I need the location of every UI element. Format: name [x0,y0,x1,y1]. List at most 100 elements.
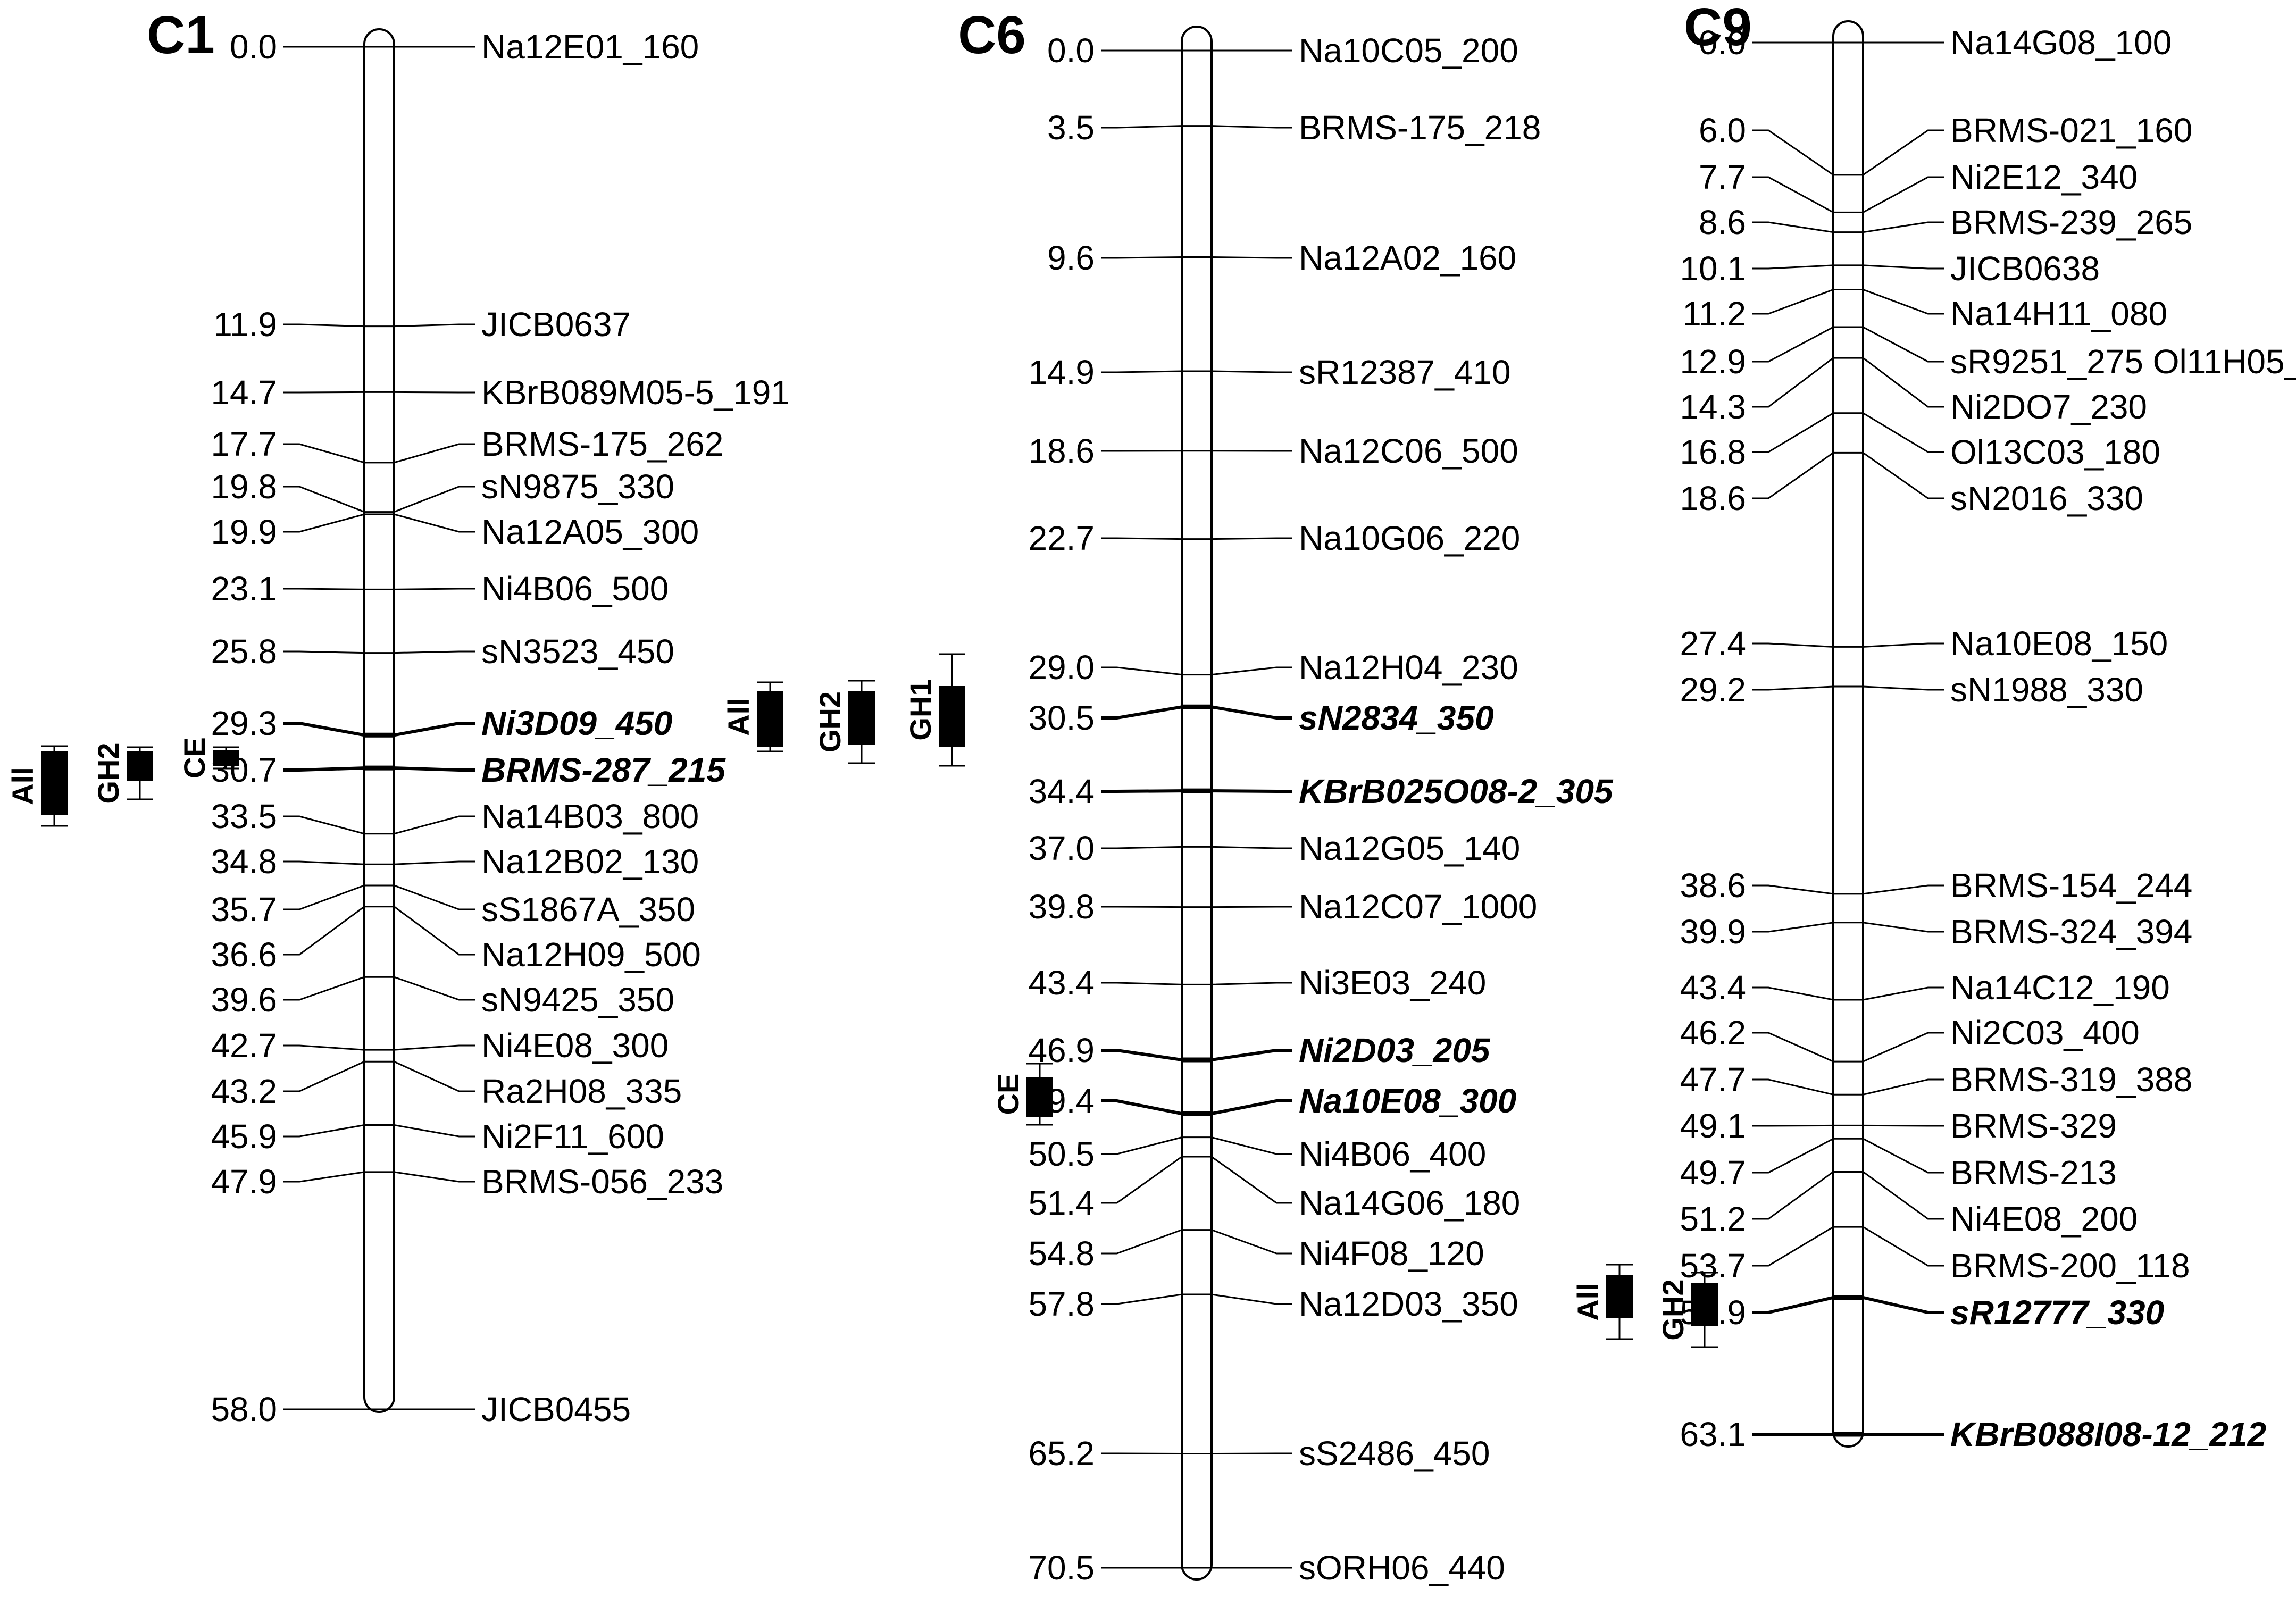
marker-name: BRMS-175_218 [1299,108,1541,147]
marker-leader-right [1211,1049,1292,1061]
marker-leader-left [1752,1124,1834,1127]
marker-name: KBrB089M05-5_191 [481,373,790,412]
marker-position: 8.6 [1699,203,1746,241]
marker-leader-right [1863,685,1944,691]
marker-position: 39.8 [1028,888,1095,926]
marker-leader-right [394,860,475,865]
marker-leader-right [1863,884,1944,895]
marker-leader-left [283,443,365,464]
marker-leader-left [1101,982,1182,985]
marker-name: Ni4E08_200 [1950,1200,2138,1238]
marker-position: 7.7 [1699,158,1746,196]
marker-name: Na12A02_160 [1299,239,1516,277]
marker-position: 45.9 [211,1117,277,1156]
chromosome-title: C6 [958,5,1026,65]
qtl-label: CE [178,737,211,779]
marker-position: 29.0 [1028,648,1095,687]
marker-name: Na12H04_230 [1299,648,1518,687]
marker-leader-right [1863,176,1944,213]
marker-position: 14.9 [1028,353,1095,391]
marker-name: Na12G05_140 [1299,829,1520,867]
marker-leader-left [283,1044,365,1051]
marker-position: 0.0 [1699,23,1746,62]
marker-position: 14.3 [1680,388,1746,426]
marker-position: 10.1 [1680,249,1746,288]
marker-name: Ra2H08_335 [481,1072,682,1110]
marker-position: 6.0 [1699,111,1746,149]
marker-leader-right [1863,326,1944,363]
marker-leader-left [1752,357,1834,408]
marker: 51.2 Ni4E08_200 [1680,1170,2138,1238]
marker-leader-left [1752,129,1834,176]
marker-position: 54.8 [1028,1234,1095,1273]
marker-name: KBrB088I08-12_212 [1950,1415,2266,1453]
marker-leader-left [283,860,365,865]
marker-name: BRMS-154_244 [1950,866,2192,905]
marker-name: Na14C12_190 [1950,968,2170,1007]
qtl-interval-box [1606,1275,1633,1318]
qtl-label: GH2 [1656,1279,1690,1340]
marker-leader-left [283,884,365,910]
marker-leader-right [1863,264,1944,270]
marker-position: 34.8 [211,842,277,881]
qtl-interval-box [1691,1283,1718,1326]
marker-leader-right [1863,1226,1944,1267]
marker-position: 16.8 [1680,433,1746,471]
marker-position: 70.5 [1028,1549,1095,1587]
marker-position: 22.7 [1028,519,1095,557]
marker-leader-left [1752,452,1834,499]
marker-position: 46.2 [1680,1014,1746,1052]
marker-name: sS1867A_350 [481,890,695,929]
marker-leader-left [1752,884,1834,895]
marker-leader-right [394,815,475,835]
marker-leader-right [1863,1171,1944,1220]
marker-leader-right [394,766,475,772]
marker-leader-left [1752,685,1834,691]
marker-name: Ni2F11_600 [481,1117,664,1156]
qtl-interval-box [939,686,965,747]
marker-leader-left [1101,256,1182,259]
marker-leader-right [1211,125,1292,129]
marker-name: Na12D03_350 [1299,1285,1518,1323]
marker-leader-left [1101,1229,1182,1255]
marker-leader-left [1752,326,1834,363]
marker-position: 9.6 [1047,239,1095,277]
marker-leader-left [1752,264,1834,270]
marker-leader-right [394,1044,475,1051]
marker-name: Na14B03_800 [481,797,699,835]
marker-name: sN2834_350 [1299,699,1494,737]
marker-name: Ni4B06_500 [481,570,669,608]
marker-name: Ni4F08_120 [1299,1234,1484,1273]
marker-position: 47.7 [1680,1060,1746,1099]
marker-leader-left [283,815,365,835]
marker-name: Na12H09_500 [481,935,701,974]
marker-position: 27.4 [1680,624,1746,663]
qtl-ce: CE [991,1063,1053,1126]
marker: 29.0 Na12H04_230 [1028,648,1518,687]
marker-leader-right [1863,412,1944,453]
marker-leader-right [394,884,475,910]
marker-position: 51.2 [1680,1200,1746,1238]
qtl-ce: CE [178,737,239,779]
marker-position: 19.8 [211,467,277,506]
marker-name: sR12777_330 [1950,1293,2164,1332]
marker-name: BRMS-329 [1950,1107,2117,1145]
marker-leader-right [1863,1078,1944,1096]
marker-position: 25.8 [211,632,277,671]
marker: 54.8 Ni4F08_120 [1028,1229,1484,1273]
marker-leader-right [1211,666,1292,676]
marker-name: JICB0638 [1950,249,2100,288]
marker-leader-right [1863,129,1944,176]
